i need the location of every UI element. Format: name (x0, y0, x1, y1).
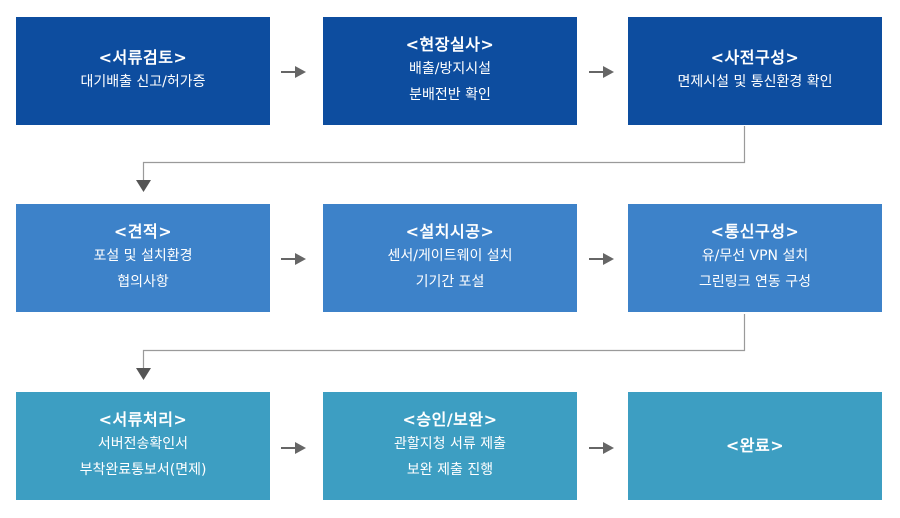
step-desc: 기기간 포설 (415, 274, 485, 290)
step-desc: 서버전송확인서 (97, 436, 189, 452)
step-title: <사전구성> (710, 48, 800, 67)
step-desc: 보완 제출 진행 (406, 462, 494, 478)
step-title: <견적> (113, 222, 173, 241)
step-desc: 면제시설 및 통신환경 확인 (677, 74, 833, 90)
step-installation: <설치시공> 센서/게이트웨이 설치 기기간 포설 (323, 204, 577, 312)
step-document-review: <서류검토> 대기배출 신고/허가증 (16, 17, 270, 125)
arrow-right-icon (281, 66, 306, 78)
step-desc: 센서/게이트웨이 설치 (387, 248, 513, 264)
step-desc: 배출/방지시설 (409, 61, 491, 77)
arrow-down-icon (136, 180, 151, 192)
step-complete: <완료> (628, 392, 882, 500)
arrow-right-icon (589, 442, 614, 454)
step-desc: 협의사항 (117, 274, 169, 290)
step-title: <승인/보완> (402, 410, 498, 429)
step-desc: 부착완료통보서(면제) (79, 462, 207, 478)
step-network-setup: <통신구성> 유/무선 VPN 설치 그린링크 연동 구성 (628, 204, 882, 312)
step-title: <완료> (725, 436, 785, 455)
step-pre-configuration: <사전구성> 면제시설 및 통신환경 확인 (628, 17, 882, 125)
step-desc: 유/무선 VPN 설치 (701, 248, 809, 264)
arrow-right-icon (589, 253, 614, 265)
step-document-processing: <서류처리> 서버전송확인서 부착완료통보서(면제) (16, 392, 270, 500)
step-title: <서류검토> (98, 48, 188, 67)
step-desc: 관할지청 서류 제출 (394, 436, 506, 452)
arrow-down-icon (136, 368, 151, 380)
step-approval: <승인/보완> 관할지청 서류 제출 보완 제출 진행 (323, 392, 577, 500)
step-estimate: <견적> 포설 및 설치환경 협의사항 (16, 204, 270, 312)
step-desc: 분배전반 확인 (409, 87, 491, 103)
step-desc: 포설 및 설치환경 (93, 248, 193, 264)
step-title: <설치시공> (405, 222, 495, 241)
step-title: <현장실사> (405, 35, 495, 54)
step-desc: 대기배출 신고/허가증 (80, 74, 206, 90)
connector-row1-to-row2 (142, 126, 746, 182)
step-title: <서류처리> (98, 410, 188, 429)
step-site-inspection: <현장실사> 배출/방지시설 분배전반 확인 (323, 17, 577, 125)
arrow-right-icon (281, 253, 306, 265)
arrow-right-icon (281, 442, 306, 454)
connector-row2-to-row3 (142, 314, 746, 370)
step-desc: 그린링크 연동 구성 (699, 274, 811, 290)
arrow-right-icon (589, 66, 614, 78)
step-title: <통신구성> (710, 222, 800, 241)
